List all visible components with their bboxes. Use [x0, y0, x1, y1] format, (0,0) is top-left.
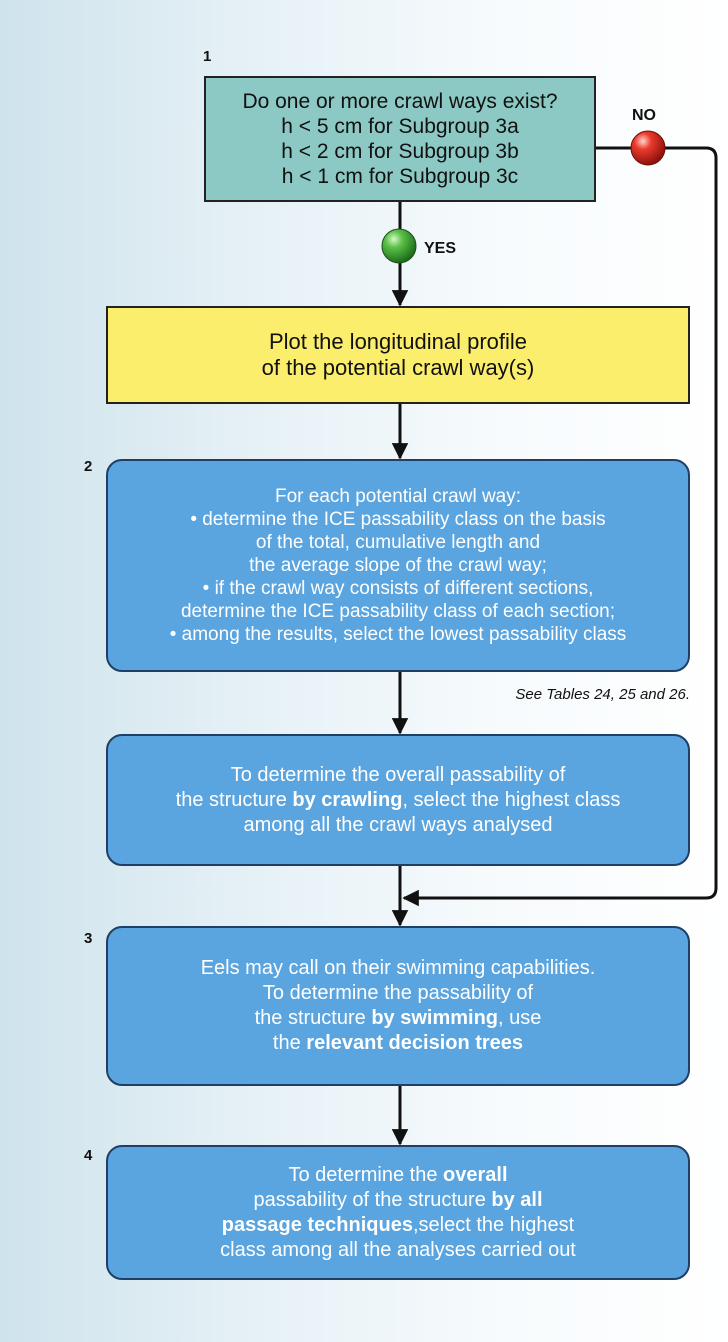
red-dot-icon [630, 130, 666, 166]
step-number-2: 2 [84, 458, 93, 475]
swimming-text: the structure [254, 1007, 372, 1029]
overall-text: To determine the [288, 1163, 444, 1186]
crawl-class-line: For each potential crawl way: [274, 486, 522, 507]
crawling-passability-box: To determine the overall passability of … [106, 734, 690, 866]
swimming-passability-box: Eels may call on their swimming capabili… [106, 926, 690, 1086]
crawling-line: among all the crawl ways analysed [243, 813, 553, 836]
step-number-1: 1 [203, 48, 212, 65]
overall-line: class among all the analyses carried out [220, 1238, 576, 1261]
swimming-text: the [272, 1032, 307, 1054]
profile-line: Plot the longitudinal profile [268, 329, 528, 354]
overall-line: passability of the structure by all [253, 1188, 542, 1213]
crawl-class-line: determine the ICE passability class of e… [180, 601, 616, 622]
swimming-text: , use [498, 1007, 542, 1029]
swimming-line: Eels may call on their swimming capabili… [200, 957, 596, 979]
swimming-line: the relevant decision trees [273, 1031, 523, 1056]
crawl-class-line: the average slope of the crawl way; [249, 555, 547, 576]
question-line: Do one or more crawl ways exist? [242, 90, 558, 113]
crawling-text: , select the highest class [402, 788, 621, 811]
crawling-line: the structure by crawling, select the hi… [176, 788, 621, 813]
green-dot-icon [381, 228, 417, 264]
swimming-emphasis: by swimming [371, 1007, 499, 1029]
step-number-3: 3 [84, 930, 93, 947]
overall-line: To determine the overall [288, 1163, 507, 1188]
question-line: h < 1 cm for Subgroup 3c [281, 165, 519, 188]
overall-emphasis: overall [443, 1163, 508, 1186]
longitudinal-profile-box: Plot the longitudinal profile of the pot… [106, 306, 690, 404]
overall-text: passability of the structure [253, 1188, 492, 1211]
step-number-4: 4 [84, 1147, 93, 1164]
profile-line: of the potential crawl way(s) [261, 355, 535, 380]
crawling-line: To determine the overall passability of [230, 763, 566, 786]
overall-emphasis: passage techniques [221, 1213, 413, 1236]
question-line: h < 5 cm for Subgroup 3a [281, 115, 519, 138]
tables-reference-note: See Tables 24, 25 and 26. [515, 686, 690, 703]
crawl-way-question-box: Do one or more crawl ways exist? h < 5 c… [204, 76, 596, 202]
crawling-text: the structure [175, 788, 293, 811]
swimming-line: the structure by swimming, use [255, 1006, 542, 1031]
yes-branch-label: YES [424, 240, 457, 257]
swimming-emphasis: relevant decision trees [306, 1032, 524, 1054]
question-line: h < 2 cm for Subgroup 3b [281, 140, 519, 163]
connector-no [402, 146, 718, 907]
passability-class-box: For each potential crawl way: • determin… [106, 459, 690, 672]
crawling-emphasis: by crawling [292, 788, 403, 811]
overall-passability-box: To determine the overall passability of … [106, 1145, 690, 1280]
crawl-class-line: • determine the ICE passability class on… [190, 509, 606, 530]
overall-line: passage techniques,select the highest [222, 1213, 574, 1238]
crawl-class-line: of the total, cumulative length and [255, 532, 541, 553]
no-branch-label: NO [632, 107, 656, 124]
overall-emphasis: by all [491, 1188, 543, 1211]
crawl-class-line: • if the crawl way consists of different… [202, 578, 594, 599]
swimming-line: To determine the passability of [262, 982, 534, 1004]
overall-text: ,select the highest [412, 1213, 575, 1236]
crawl-class-line: • among the results, select the lowest p… [169, 624, 627, 645]
